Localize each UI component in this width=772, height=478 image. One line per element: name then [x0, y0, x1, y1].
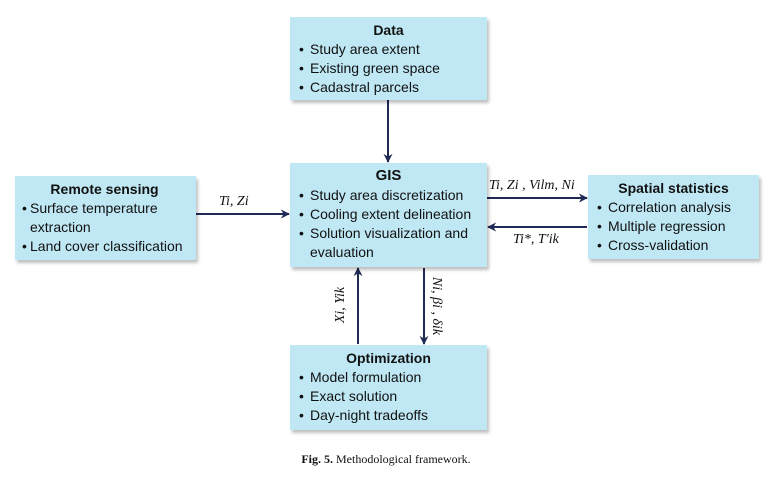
- gis-title: GIS: [375, 167, 402, 184]
- list-item: Correlation analysis: [596, 198, 751, 217]
- list-item: Multiple regression: [596, 217, 751, 236]
- remote-sensing-box: Remote sensing Surface temperature extra…: [15, 176, 196, 260]
- remote-sensing-list: Surface temperature extraction Land cove…: [21, 199, 188, 256]
- caption-label: Fig. 5.: [301, 452, 334, 466]
- gis-list: Study area discretization Cooling extent…: [298, 186, 479, 262]
- list-item: Existing green space: [298, 59, 479, 78]
- list-item: Surface temperature extraction: [21, 199, 188, 237]
- label-gis-to-spatial: Ti, Zi , Vilm, Ni: [489, 178, 575, 193]
- caption-text: Methodological framework.: [336, 452, 471, 466]
- list-item: Study area extent: [298, 40, 479, 59]
- list-item: Exact solution: [298, 387, 479, 406]
- label-remote-to-gis: Ti, Zi: [219, 194, 249, 209]
- list-item: Study area discretization: [298, 186, 479, 205]
- list-item: Solution visualization and evaluation: [298, 224, 479, 262]
- list-item: Cadastral parcels: [298, 78, 479, 97]
- data-list: Study area extent Existing green space C…: [298, 40, 479, 97]
- remote-sensing-title: Remote sensing: [50, 181, 159, 197]
- optimization-list: Model formulation Exact solution Day-nig…: [298, 368, 479, 425]
- spatial-statistics-title: Spatial statistics: [618, 180, 729, 196]
- list-item: Model formulation: [298, 368, 479, 387]
- label-opt-to-gis: Xi, Yik: [333, 286, 348, 324]
- gis-box: GIS Study area discretization Cooling ex…: [290, 163, 487, 267]
- list-item: Day-night tradeoffs: [298, 406, 479, 425]
- optimization-box: Optimization Model formulation Exact sol…: [290, 345, 487, 430]
- data-box: Data Study area extent Existing green sp…: [290, 17, 487, 100]
- figure-caption: Fig. 5. Methodological framework.: [0, 452, 772, 467]
- data-title: Data: [373, 22, 404, 38]
- spatial-statistics-list: Correlation analysis Multiple regression…: [596, 198, 751, 255]
- list-item: Cross-validation: [596, 236, 751, 255]
- spatial-statistics-box: Spatial statistics Correlation analysis …: [588, 175, 759, 259]
- label-spatial-to-gis: Ti*, T′ik: [513, 232, 559, 247]
- list-item: Cooling extent delineation: [298, 205, 479, 224]
- label-gis-to-opt: Ni, βi , δik: [429, 276, 444, 336]
- list-item: Land cover classification: [21, 237, 188, 256]
- optimization-title: Optimization: [346, 350, 431, 366]
